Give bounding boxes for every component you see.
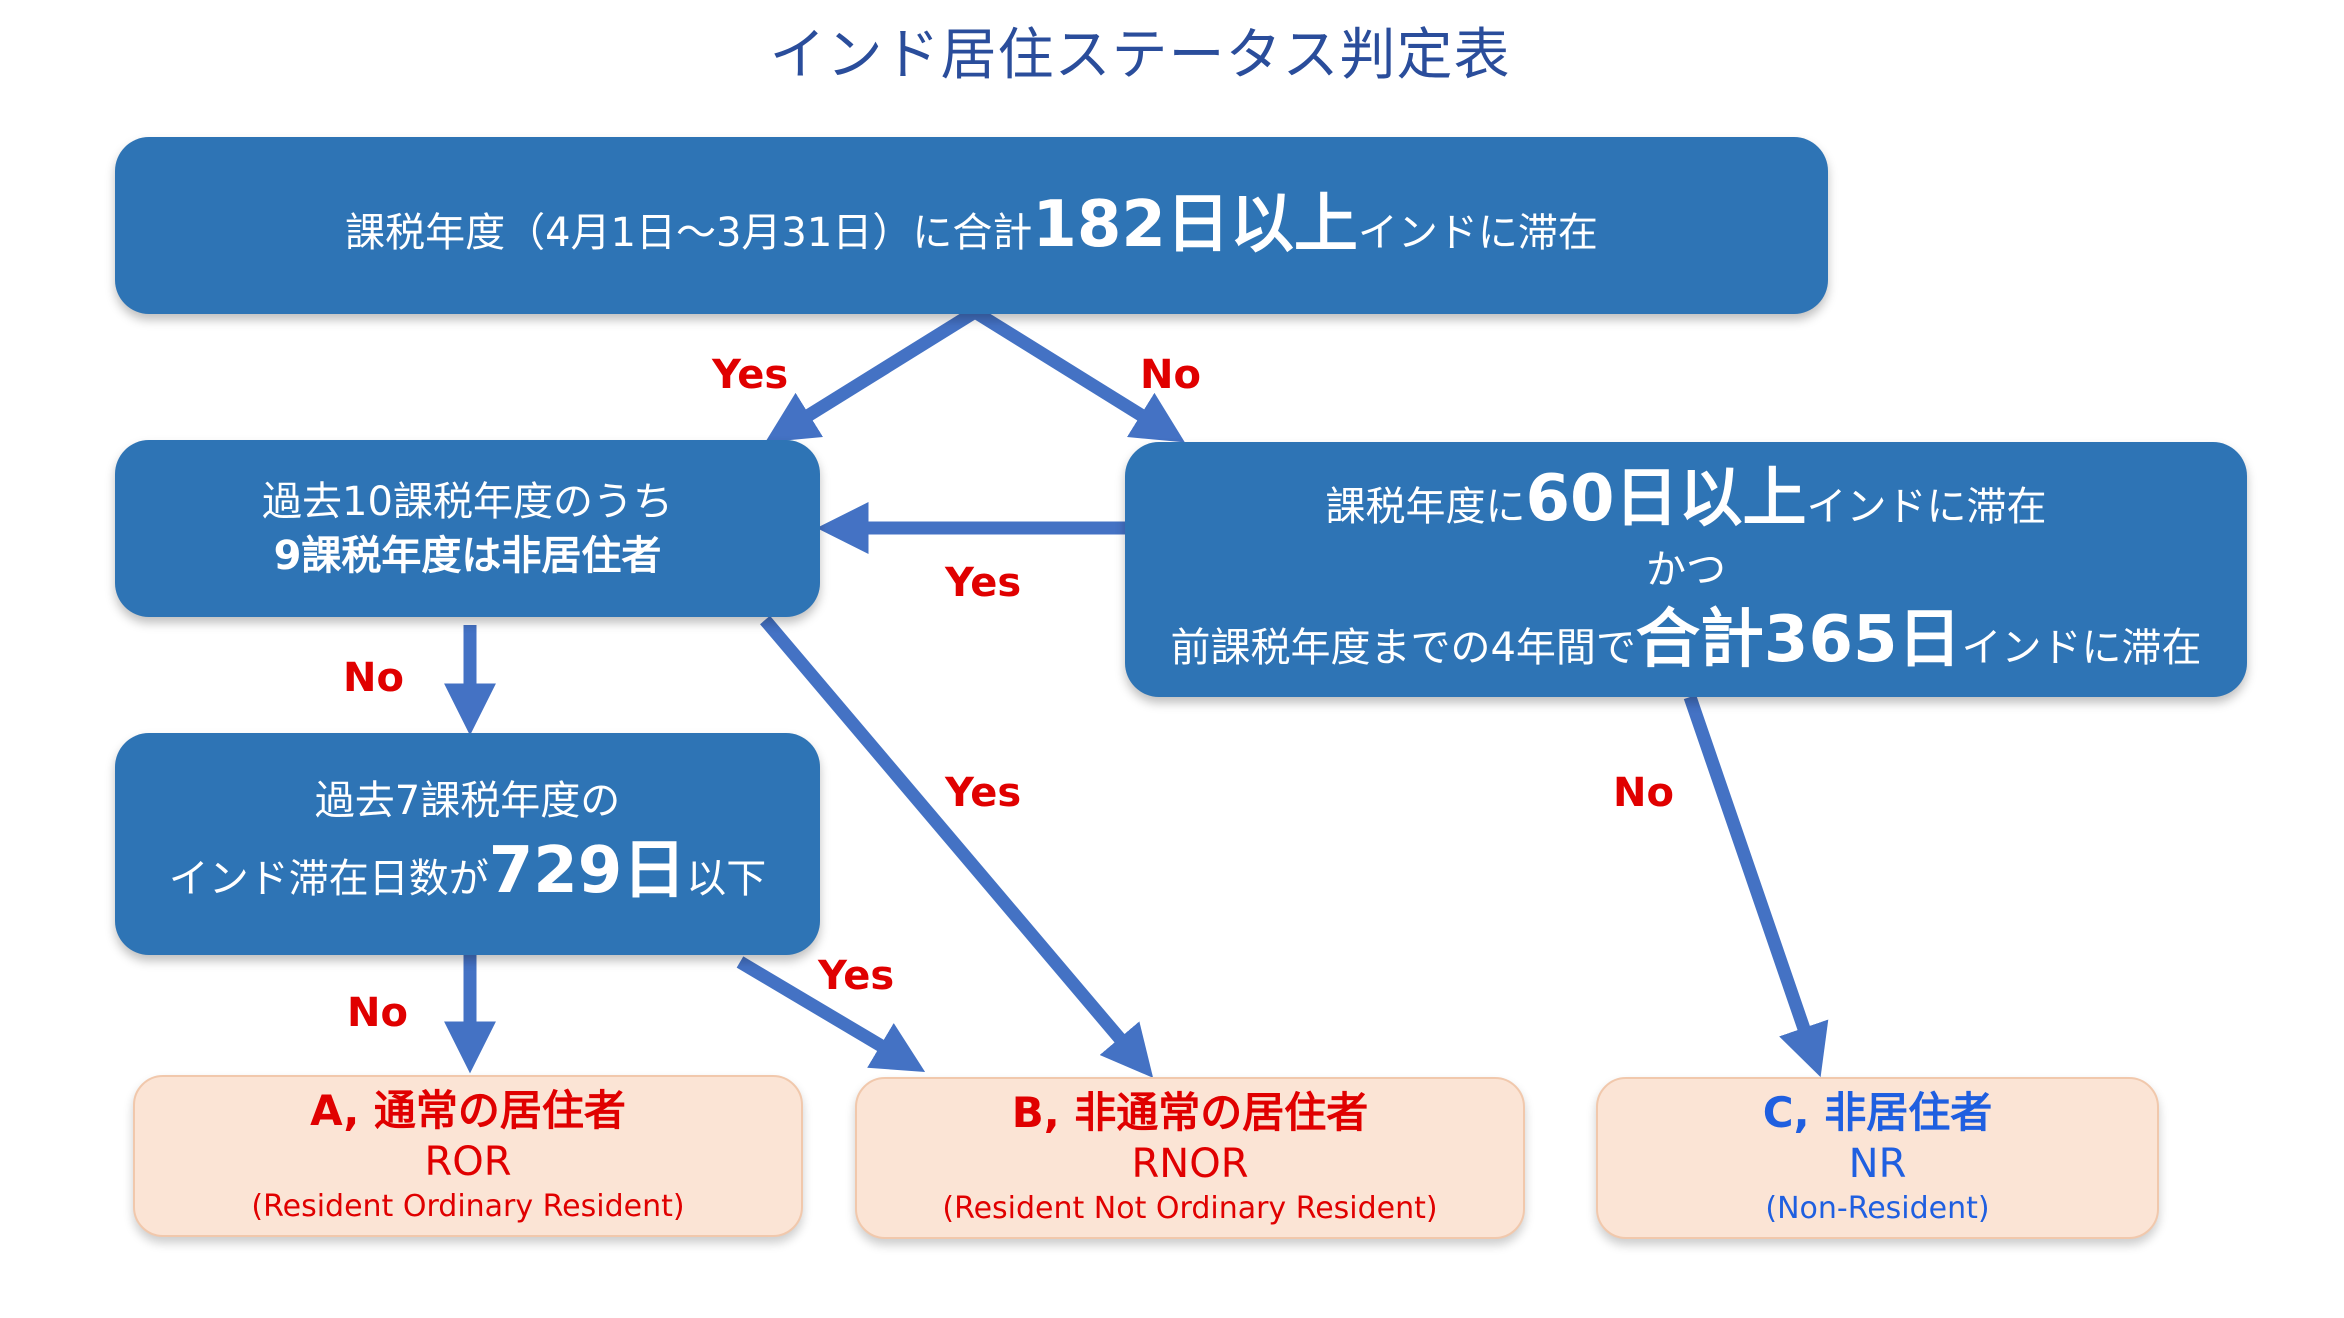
label-q4-no: No	[347, 990, 408, 1036]
arrow-q4-yes	[736, 956, 926, 1072]
q1-text-pre: 課税年度（4月1日～3月31日）に合計	[345, 210, 1033, 257]
label-q2-yes: Yes	[945, 770, 1022, 816]
q3-line1-post: インドに滞在	[1806, 484, 2047, 531]
label-q4-yes: Yes	[818, 953, 895, 999]
result-c-desc: (Non-Resident)	[1765, 1190, 1990, 1226]
q4-line2-strong: 729日	[488, 833, 687, 908]
question-9-of-10-years: 過去10課税年度のうち 9課税年度は非居住者	[115, 440, 820, 617]
result-b-title: B, 非通常の居住者	[1011, 1088, 1369, 1138]
result-b-code: RNOR	[1131, 1140, 1249, 1187]
result-a-desc: (Resident Ordinary Resident)	[251, 1188, 685, 1224]
page-title: インド居住ステータス判定表	[769, 23, 1511, 88]
q3-line3-strong: 合計365日	[1635, 602, 1962, 677]
q4-line2-post: 以下	[686, 855, 767, 902]
q3-line1-pre: 課税年度に	[1325, 484, 1526, 531]
question-729-days: 過去7課税年度の インド滞在日数が729日以下	[115, 733, 820, 955]
arrow-q1-no	[971, 306, 1185, 443]
arrow-q3-no	[1683, 694, 1829, 1078]
label-q1-no: No	[1140, 352, 1201, 398]
result-a-code: ROR	[424, 1138, 512, 1185]
q3-line3-pre: 前課税年度までの4年間で	[1170, 624, 1636, 671]
result-nr: C, 非居住者 NR (Non-Resident)	[1596, 1077, 2159, 1239]
q3-line1-strong: 60日以上	[1525, 462, 1807, 537]
arrow-q1-yes	[765, 306, 979, 443]
result-c-code: NR	[1848, 1140, 1907, 1187]
arrow-q2-yes	[760, 615, 1154, 1078]
result-ror: A, 通常の居住者 ROR (Resident Ordinary Residen…	[133, 1075, 803, 1237]
result-b-desc: (Resident Not Ordinary Resident)	[942, 1190, 1438, 1226]
label-q3-no: No	[1613, 770, 1674, 816]
question-182-days: 課税年度（4月1日～3月31日）に合計182日以上インドに滞在	[115, 137, 1828, 314]
result-rnor: B, 非通常の居住者 RNOR (Resident Not Ordinary R…	[855, 1077, 1525, 1239]
result-c-title: C, 非居住者	[1762, 1088, 1993, 1138]
q3-line2: かつ	[1646, 546, 1726, 593]
result-a-title: A, 通常の居住者	[310, 1086, 626, 1136]
q1-text-strong: 182日以上	[1032, 188, 1358, 263]
label-q2-no: No	[343, 655, 404, 701]
q1-text-post: インドに滞在	[1357, 210, 1598, 257]
q2-line1: 過去10課税年度のうち	[262, 478, 673, 525]
q3-line3-post: インドに滞在	[1961, 624, 2202, 671]
q4-line2-pre: インド滞在日数が	[168, 855, 489, 902]
label-q1-yes: Yes	[712, 352, 789, 398]
label-q3-yes: Yes	[945, 560, 1022, 606]
q4-line1: 過去7課税年度の	[314, 777, 621, 824]
question-60-days-365-days: 課税年度に60日以上インドに滞在 かつ 前課税年度までの4年間で合計365日イン…	[1125, 442, 2247, 697]
q2-line2: 9課税年度は非居住者	[273, 532, 662, 579]
